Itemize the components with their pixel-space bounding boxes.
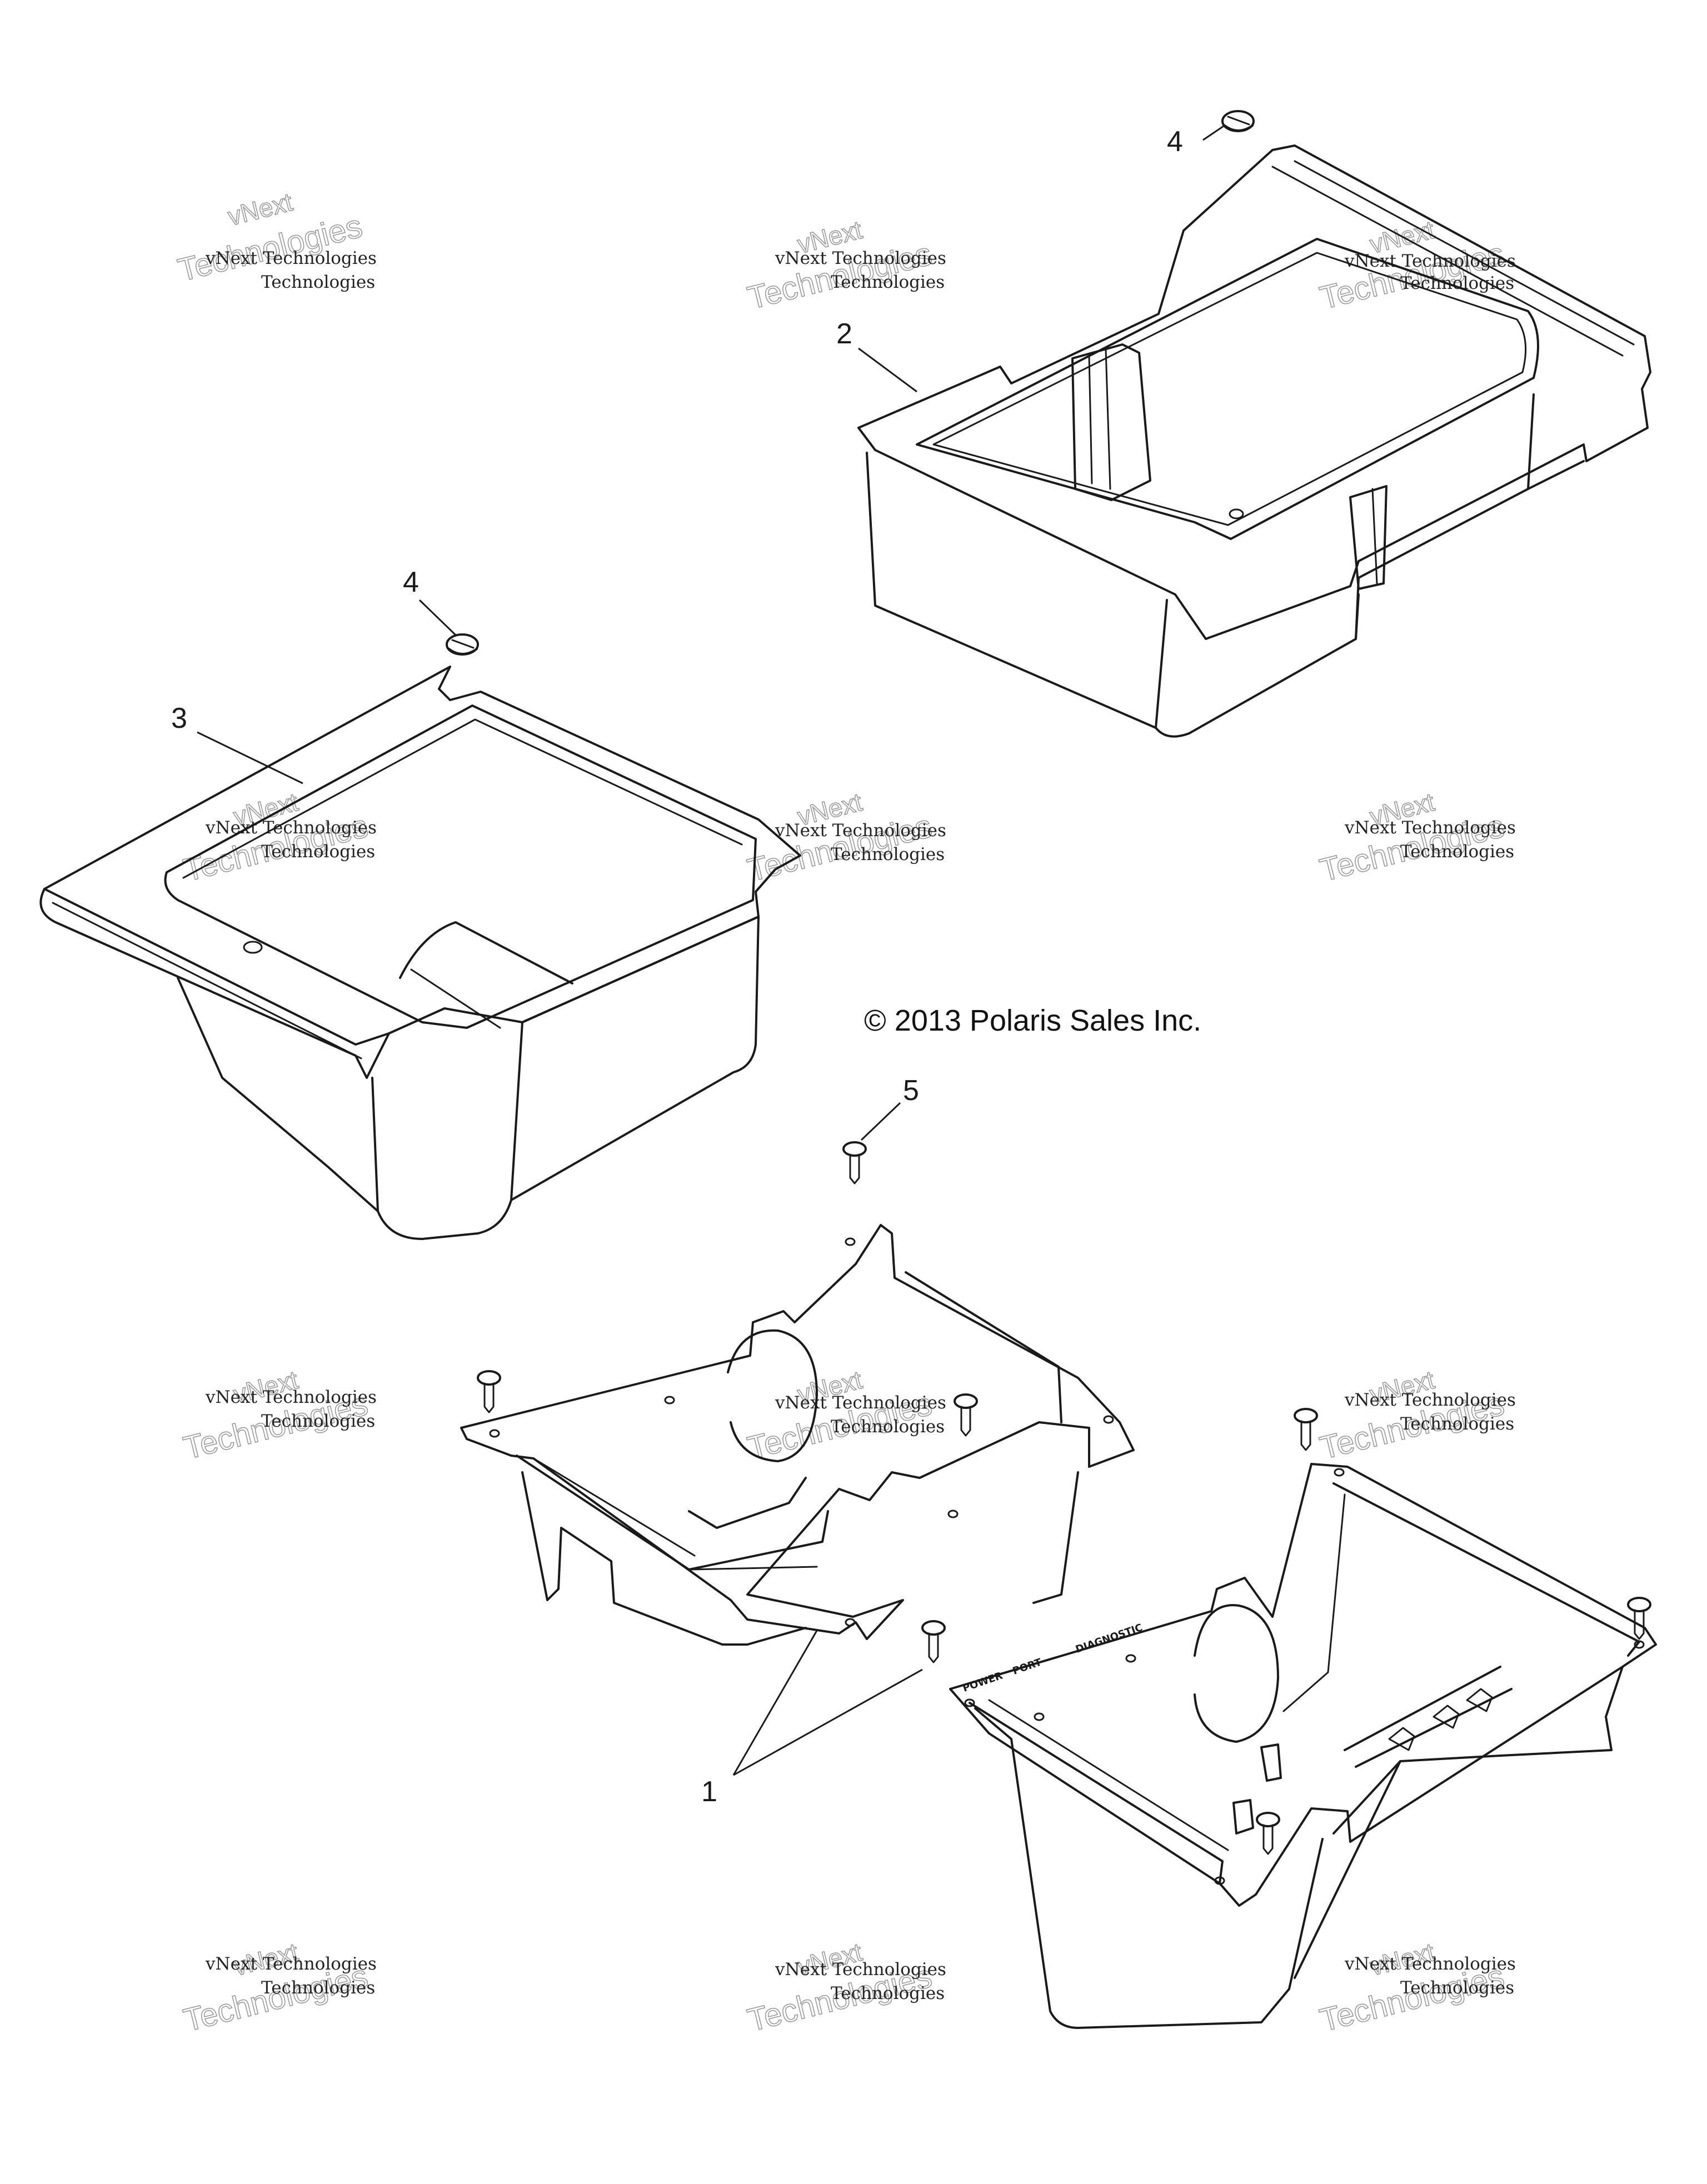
watermark-text-2: vNext Technologies (775, 248, 946, 268)
watermark-text-9b: Technologies (1400, 1414, 1514, 1434)
watermark-text-7: vNext Technologies (205, 1387, 377, 1407)
watermark-text-5b: Technologies (831, 844, 945, 864)
watermark-text-8: vNext Technologies (775, 1393, 946, 1413)
panel-label-power: POWER (961, 1670, 1004, 1695)
part-2-storage-bin (857, 144, 1651, 738)
watermark-1: vNext Technologies (174, 187, 366, 289)
watermark-text-10: vNext Technologies (205, 1954, 377, 1974)
watermark-text-10b: Technologies (261, 1978, 375, 1998)
callout-1: 1 (701, 1776, 717, 1808)
watermark-text-1: vNext Technologies (205, 248, 377, 268)
callout-4a: 4 (1167, 126, 1183, 158)
callout-4b: 4 (403, 566, 419, 598)
callout-line-5 (860, 1102, 901, 1141)
part-4-plug-upper (1221, 110, 1255, 132)
callout-line-3 (197, 731, 303, 784)
watermark-text-4: vNext Technologies (205, 818, 377, 838)
part-3-storage-bin (39, 666, 801, 1240)
part-5-screw-7 (1256, 1812, 1280, 1855)
watermark-7: vNext Technologies (179, 1365, 372, 1467)
watermark-text-12: vNext Technologies (1344, 1954, 1516, 1974)
part-1-tray-lower: POWER PORT DIAGNOSTIC (949, 1463, 1657, 2029)
callout-2: 2 (836, 318, 852, 350)
callout-line-1b (733, 1668, 923, 1776)
watermark-text-3b: Technologies (1400, 273, 1514, 293)
callout-line-4b (418, 599, 457, 636)
callout-3: 3 (171, 702, 187, 734)
svg-text:vNext: vNext (225, 187, 296, 231)
watermark-text-11b: Technologies (831, 1983, 945, 2003)
watermark-text-12b: Technologies (1400, 1978, 1514, 1998)
watermark-text-1b: Technologies (261, 272, 375, 292)
part-5-screw-4 (1294, 1408, 1318, 1451)
part-4-plug-left (446, 633, 479, 656)
watermark-text-5: vNext Technologies (775, 821, 946, 841)
copyright-text: © 2013 Polaris Sales Inc. (864, 1004, 1201, 1037)
part-5-screw-3 (954, 1393, 978, 1437)
watermark-text-6b: Technologies (1400, 842, 1514, 862)
panel-label-diagnostic: DIAGNOSTIC (1074, 1622, 1144, 1656)
panel-label-port: PORT (1011, 1656, 1044, 1677)
part-5-screw-5 (921, 1620, 946, 1663)
callout-line-2 (858, 347, 917, 393)
callout-line-1a (732, 1630, 818, 1776)
part-5-screw-6 (1627, 1597, 1651, 1640)
watermark-text-2b: Technologies (831, 272, 945, 292)
part-5-screw-2 (477, 1370, 501, 1413)
watermark-text-7b: Technologies (261, 1411, 375, 1431)
callout-line-4a (1202, 124, 1226, 141)
part-5-screw-1 (842, 1141, 867, 1185)
watermark-text-3: vNext Technologies (1344, 251, 1516, 271)
callout-5: 5 (903, 1074, 919, 1107)
part-1-tray-upper (460, 1224, 1135, 1646)
watermark-11: vNext Technologies (743, 1937, 936, 2039)
watermark-text-9: vNext Technologies (1344, 1390, 1516, 1410)
watermark-text-4b: Technologies (261, 842, 375, 862)
watermark-text-11: vNext Technologies (775, 1960, 946, 1980)
watermark-text-8b: Technologies (831, 1417, 945, 1437)
watermark-text-6: vNext Technologies (1344, 818, 1516, 838)
